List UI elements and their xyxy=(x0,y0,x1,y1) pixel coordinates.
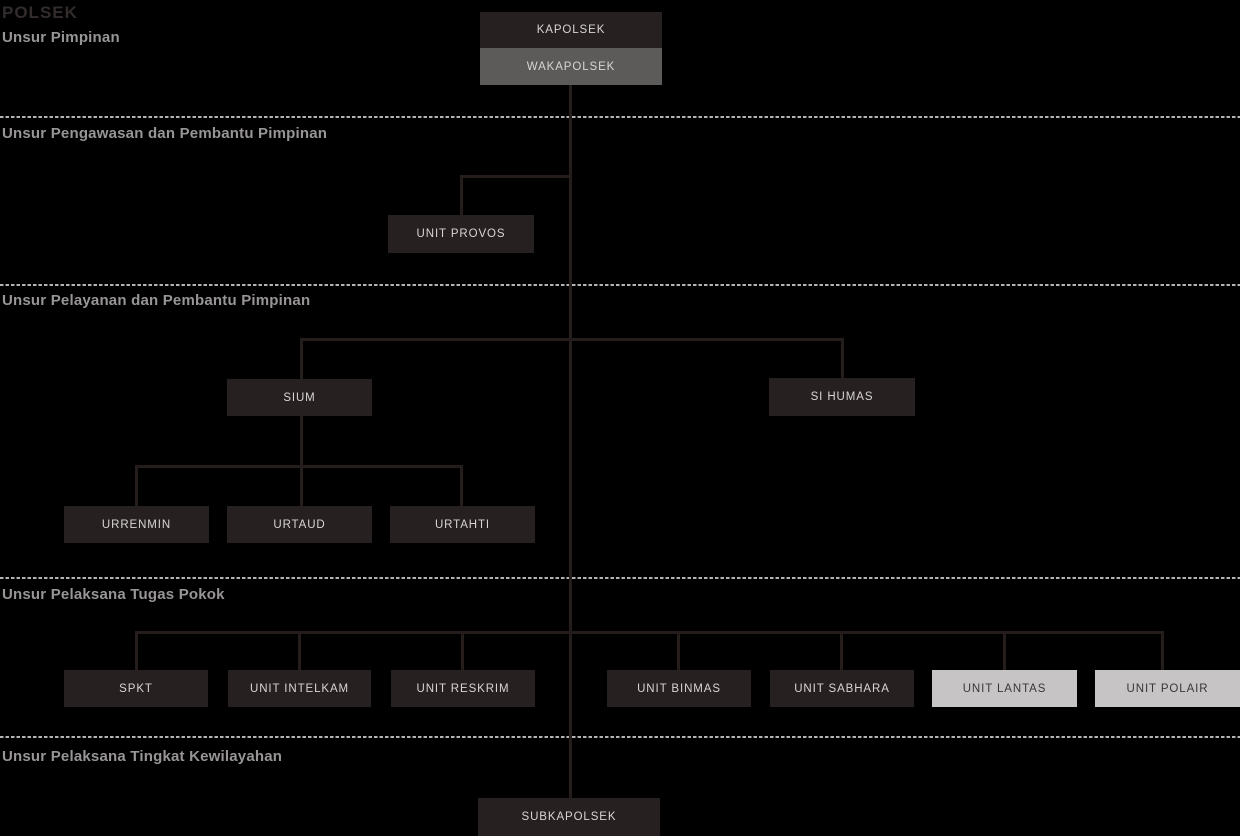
page-title: POLSEK xyxy=(2,3,78,22)
connector-sium-children-trunk xyxy=(300,416,303,506)
section-divider xyxy=(0,284,1240,286)
node-unit-lantas: UNIT LANTAS xyxy=(932,670,1077,707)
node-unit-sabhara: UNIT SABHARA xyxy=(770,670,914,707)
section-label-unsur-pimpinan: Unsur Pimpinan xyxy=(2,29,120,46)
node-urrenmin: URRENMIN xyxy=(64,506,209,543)
node-spkt: SPKT xyxy=(64,670,208,707)
node-urtahti: URTAHTI xyxy=(390,506,535,543)
node-subkapolsek: SUBKAPOLSEK xyxy=(478,798,660,836)
node-unit-provos: UNIT PROVOS xyxy=(388,215,534,253)
node-wakapolsek: WAKAPOLSEK xyxy=(480,48,662,85)
node-unit-binmas: UNIT BINMAS xyxy=(607,670,751,707)
connector-main-trunk xyxy=(569,85,572,798)
node-si-humas: SI HUMAS xyxy=(769,378,915,416)
node-sium: SIUM xyxy=(227,379,372,416)
connector-urtahti-drop xyxy=(460,465,463,506)
node-unit-polair: UNIT POLAIR xyxy=(1095,670,1240,707)
section-label-unsur-pengawasan: Unsur Pengawasan dan Pembantu Pimpinan xyxy=(2,125,328,142)
section-label-unsur-pelayanan: Unsur Pelayanan dan Pembantu Pimpinan xyxy=(2,292,311,309)
section-label-unsur-pelaksana-tugas-pokok: Unsur Pelaksana Tugas Pokok xyxy=(2,586,225,603)
connector-spkt-drop xyxy=(135,631,138,670)
section-divider xyxy=(0,736,1240,738)
connector-polair-drop xyxy=(1161,631,1164,670)
connector-binmas-drop xyxy=(677,631,680,670)
node-kapolsek: KAPOLSEK xyxy=(480,12,662,48)
section-label-unsur-pelaksana-kewilayahan: Unsur Pelaksana Tingkat Kewilayahan xyxy=(2,748,283,765)
node-unit-reskrim: UNIT RESKRIM xyxy=(391,670,535,707)
connector-si-humas-drop xyxy=(841,338,844,378)
connector-intelkam-drop xyxy=(298,631,301,670)
connector-reskrim-drop xyxy=(461,631,464,670)
node-group-pimpinan: KAPOLSEK WAKAPOLSEK xyxy=(480,12,662,85)
connector-urrenmin-drop xyxy=(135,465,138,506)
connector-sium-drop xyxy=(300,338,303,379)
connector-tugas-pokok-horizontal xyxy=(135,631,1164,634)
connector-sabhara-drop xyxy=(840,631,843,670)
connector-provos-horizontal xyxy=(460,175,572,178)
connector-provos-drop xyxy=(460,175,463,215)
connector-lantas-drop xyxy=(1003,631,1006,670)
section-divider xyxy=(0,577,1240,579)
node-unit-intelkam: UNIT INTELKAM xyxy=(228,670,371,707)
connector-sium-children-horizontal xyxy=(135,465,463,468)
connector-pelayanan-horizontal xyxy=(300,338,844,341)
section-divider xyxy=(0,116,1240,118)
node-urtaud: URTAUD xyxy=(227,506,372,543)
